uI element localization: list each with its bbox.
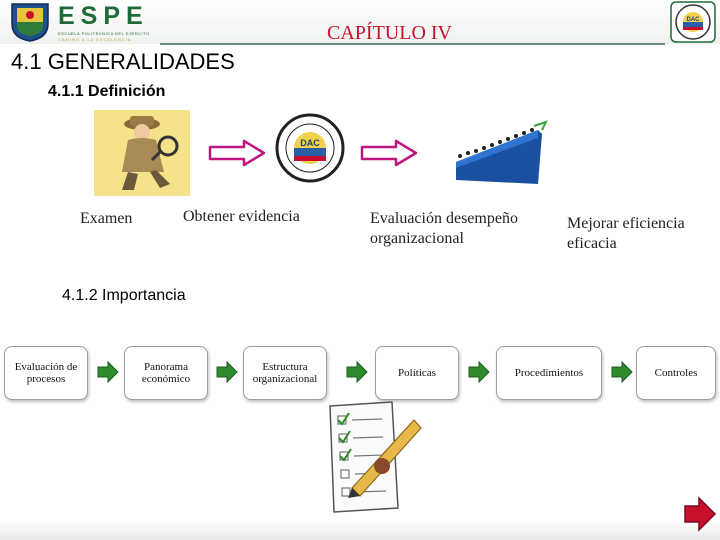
header-divider [160, 43, 665, 45]
arrow-right-green-icon [97, 360, 119, 384]
checklist-pencil-image [329, 401, 422, 513]
definition-heading: 4.1.1 Definición [48, 83, 166, 100]
brand-motto: CAMINO A LA EXCELENCIA [58, 37, 132, 42]
importance-heading: 4.1.2 Importancia [62, 287, 186, 304]
seal-text: DAC [300, 138, 320, 148]
step-label-examen: Examen [80, 210, 133, 227]
step-box-label: Estructura organizacional [252, 361, 318, 385]
detective-magnifier-image [94, 110, 190, 196]
dac-logo-text: DAC [687, 17, 701, 23]
arrow-right-green-icon [346, 360, 368, 384]
step-label-evaluacion: Evaluación desempeño organizacional [370, 210, 518, 247]
brand-name: ESPE [58, 2, 149, 30]
step-box-estructura: Estructura organizacional [243, 346, 327, 400]
arrow-right-green-icon [216, 360, 238, 384]
step-box-label: Panorama económico [141, 361, 191, 385]
step-box-controles: Controles [636, 346, 716, 400]
step-box-label: Políticas [398, 367, 436, 379]
footer-bar [0, 520, 720, 540]
espe-crest-logo [11, 3, 49, 42]
dac-seal-image: DAC [275, 113, 345, 183]
step-box-procedimientos: Procedimientos [496, 346, 602, 400]
arrow-right-green-icon [468, 360, 490, 384]
arrow-right-green-icon [611, 360, 633, 384]
arrow-right-icon [360, 139, 418, 167]
brand-subtitle: ESCUELA POLITÉCNICA DEL EJÉRCITO [58, 31, 150, 36]
step-box-label: Procedimientos [514, 367, 584, 379]
arrow-right-icon [208, 139, 266, 167]
step-label-mejorar: Mejorar eficiencia eficacia [567, 215, 685, 252]
step-box-label: Controles [654, 367, 698, 379]
step-label-evidencia: Obtener evidencia [183, 208, 300, 225]
dac-logo: DAC [670, 1, 716, 43]
growth-chart-people-image [456, 120, 548, 184]
header-bar [0, 0, 720, 44]
section-title: 4.1 GENERALIDADES [11, 49, 235, 74]
step-box-evaluacion-procesos: Evaluación de procesos [4, 346, 88, 400]
step-box-label: Evaluación de procesos [14, 361, 78, 385]
step-box-panorama: Panorama económico [124, 346, 208, 400]
step-box-politicas: Políticas [375, 346, 459, 400]
next-slide-arrow-icon[interactable] [682, 496, 718, 532]
chapter-title: CAPÍTULO IV [327, 22, 452, 44]
